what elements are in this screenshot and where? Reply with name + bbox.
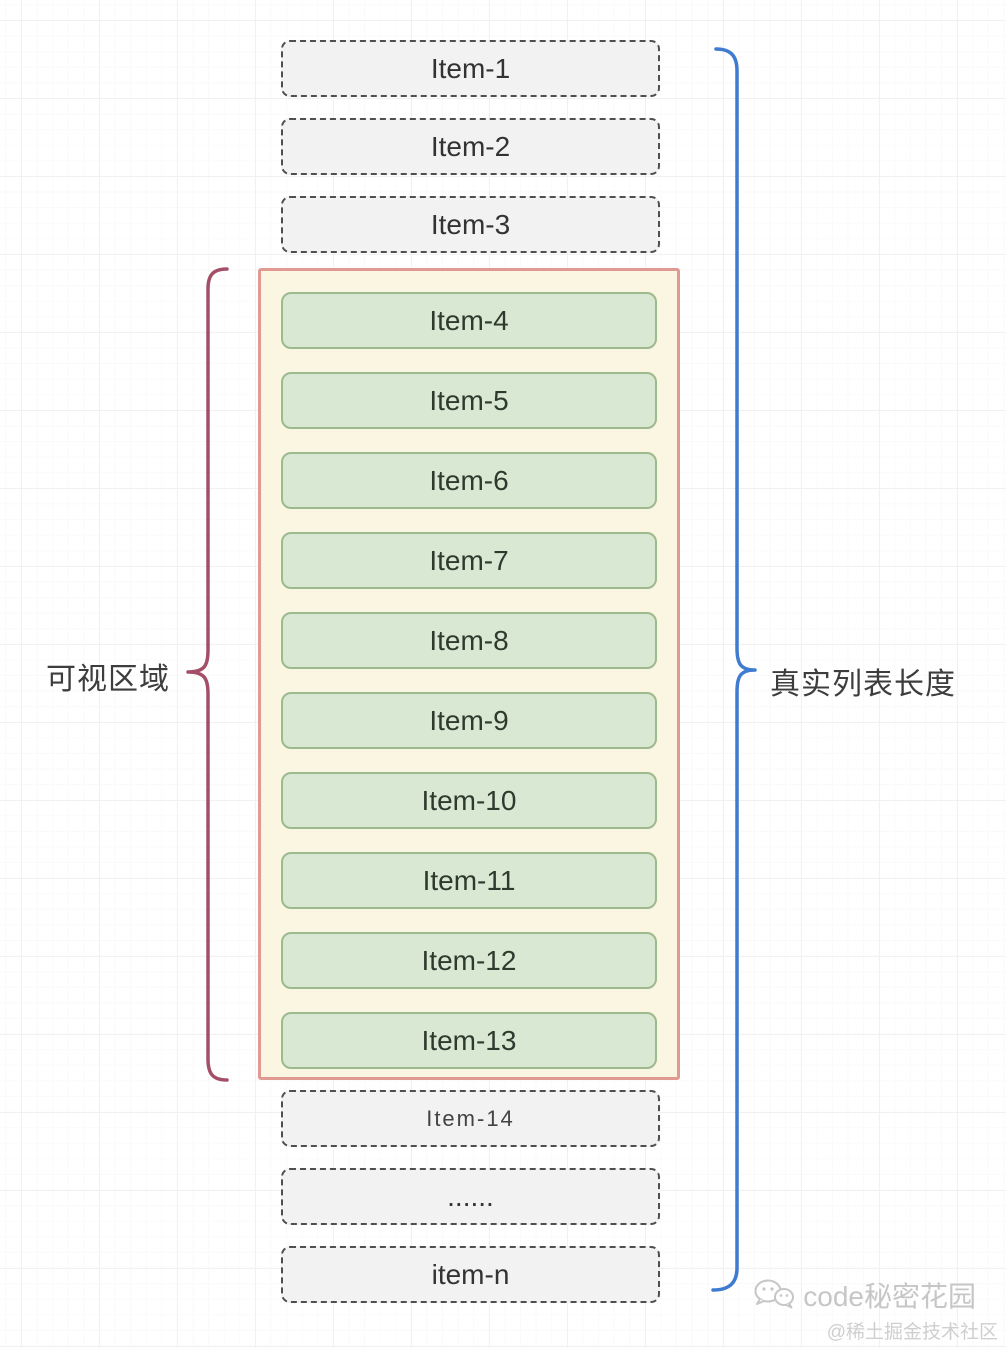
rendered-list-item: Item-6 bbox=[281, 452, 657, 509]
list-item-label: Item-5 bbox=[429, 384, 509, 416]
list-item-label: Item-14 bbox=[426, 1105, 515, 1131]
list-item: Item-2 bbox=[281, 118, 660, 175]
items-below-viewport: Item-14 ...... item-n bbox=[281, 1090, 660, 1303]
full-list-label: 真实列表长度 bbox=[770, 668, 956, 701]
viewport-container: Item-4 Item-5 Item-6 Item-7 Item-8 Item-… bbox=[258, 268, 680, 1080]
list-item-label: item-n bbox=[431, 1258, 510, 1290]
rendered-list-item: Item-5 bbox=[281, 372, 657, 429]
rendered-list-item: Item-9 bbox=[281, 692, 657, 749]
rendered-list-item: Item-12 bbox=[281, 932, 657, 989]
list-item-label: Item-2 bbox=[430, 130, 511, 162]
rendered-list-item: Item-10 bbox=[281, 772, 657, 829]
list-item-label: Item-12 bbox=[421, 944, 517, 976]
rendered-list-item: Item-13 bbox=[281, 1012, 657, 1069]
list-item: ...... bbox=[281, 1168, 660, 1225]
rendered-list-item: Item-11 bbox=[281, 852, 657, 909]
list-item: Item-14 bbox=[281, 1090, 660, 1147]
list-item-label: Item-1 bbox=[430, 52, 511, 84]
watermark-community-text: @稀土掘金技术社区 bbox=[826, 1322, 998, 1343]
watermark-brand-text: code秘密花园 bbox=[803, 1281, 976, 1312]
watermark: code秘密花园 @稀土掘金技术社区 bbox=[753, 1275, 1000, 1344]
list-item-label: Item-13 bbox=[421, 1024, 517, 1056]
list-item-label: Item-9 bbox=[429, 704, 509, 736]
list-item-label: Item-4 bbox=[429, 304, 509, 336]
list-item-label: Item-11 bbox=[422, 864, 516, 896]
list-item-label: Item-10 bbox=[421, 784, 517, 816]
viewport-label: 可视区域 bbox=[46, 663, 170, 696]
rendered-list-item: Item-4 bbox=[281, 292, 657, 349]
items-above-viewport: Item-1 Item-2 Item-3 bbox=[281, 40, 660, 253]
list-item-label: Item-6 bbox=[429, 464, 509, 496]
rendered-list-item: Item-7 bbox=[281, 532, 657, 589]
list-item: Item-3 bbox=[281, 196, 660, 253]
list-item-label: ...... bbox=[447, 1180, 494, 1212]
rendered-list-item: Item-8 bbox=[281, 612, 657, 669]
list-item: Item-1 bbox=[281, 40, 660, 97]
viewport-brace bbox=[186, 267, 229, 1082]
list-item-label: Item-8 bbox=[429, 624, 509, 656]
list-item-label: Item-3 bbox=[430, 208, 511, 240]
list-item: item-n bbox=[281, 1246, 660, 1303]
watermark-brand-line: code秘密花园 bbox=[753, 1275, 1000, 1315]
full-list-bracket bbox=[711, 47, 757, 1292]
list-item-label: Item-7 bbox=[429, 544, 509, 576]
wechat-icon bbox=[754, 1279, 795, 1309]
